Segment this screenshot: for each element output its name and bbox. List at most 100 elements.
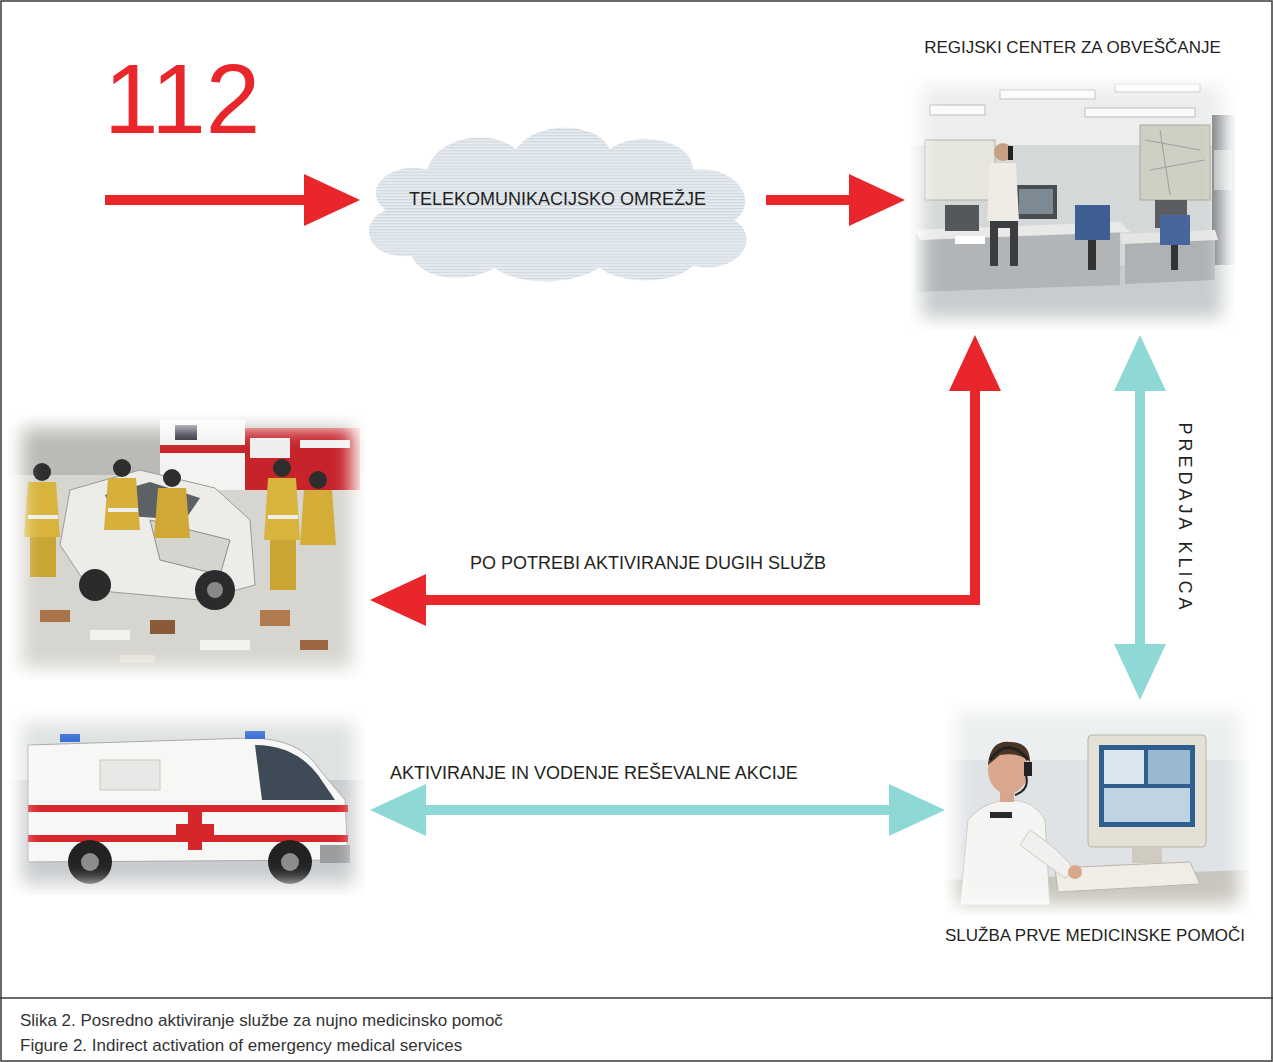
ambulance-photo — [245, 731, 265, 739]
dispatcher-photo — [1104, 750, 1144, 784]
accident-scene-photo — [30, 537, 56, 577]
control-room-photo — [1015, 185, 1057, 219]
edge-label: PREDAJA KLICA — [1173, 422, 1195, 613]
dispatcher-photo — [990, 812, 1012, 818]
accident-scene-photo — [108, 508, 138, 512]
dispatcher-photo — [988, 742, 1030, 765]
accident-scene-photo — [273, 459, 291, 477]
ambulance-photo — [10, 710, 365, 895]
control-room-photo — [1145, 130, 1205, 195]
accident-scene-photo — [160, 445, 245, 453]
dispatcher-photo — [1099, 745, 1195, 827]
control-room-photo — [1214, 150, 1232, 190]
other-services-arrow — [398, 363, 975, 600]
dispatcher-photo — [1068, 865, 1082, 879]
handover-arrow — [1135, 363, 1145, 672]
ambulance-photo — [10, 710, 365, 895]
accident-scene-photo — [104, 478, 140, 530]
accident-scene-photo — [8, 415, 365, 680]
control-room-photo — [1171, 245, 1178, 270]
accident-scene-photo — [154, 488, 190, 538]
rescue-guidance-arrow — [398, 805, 917, 815]
control-room-photo — [910, 75, 1235, 330]
control-room-photo — [1008, 146, 1013, 160]
accident-scene-photo — [245, 428, 360, 490]
accident-scene-photo — [270, 540, 296, 590]
ambulance-photo — [268, 840, 312, 884]
call-arrow — [766, 195, 877, 205]
control-center-panel: REGIJSKI CENTER ZA OBVEŠČANJE — [905, 38, 1240, 335]
network-cloud: TELEKOMUNIKACIJSKO OMREŽJE — [349, 114, 766, 286]
accident-scene-photo — [300, 440, 350, 448]
control-room-photo — [1160, 215, 1190, 245]
control-room-photo — [1088, 240, 1096, 270]
accident-scene-photo — [160, 420, 245, 490]
dispatcher-photo — [1024, 762, 1032, 776]
accident-scene-photo — [260, 610, 290, 626]
control-room-photo — [925, 140, 995, 200]
dispatcher-photo — [1055, 862, 1200, 892]
dispatcher-photo — [1015, 775, 1027, 795]
dispatcher-photo — [1020, 830, 1075, 878]
accident-scene-photo — [90, 630, 130, 640]
dispatcher-photo — [945, 700, 1250, 915]
control-room-photo — [1000, 90, 1095, 99]
ambulance-photo — [176, 812, 214, 850]
control-room-photo — [987, 163, 1019, 221]
dispatcher-photo — [1104, 788, 1190, 822]
control-room-photo — [1075, 205, 1110, 240]
accident-scene-photo — [300, 490, 336, 545]
control-room-photo — [1019, 189, 1053, 214]
figure-caption: Slika 2. Posredno aktiviranje službe za … — [20, 1011, 503, 1031]
ambulance-photo — [68, 840, 112, 884]
control-room-photo — [1140, 125, 1210, 200]
accident-scene-photo — [24, 482, 60, 537]
dispatcher-photo — [990, 748, 1028, 761]
accident-scene-photo — [163, 469, 181, 487]
node-heading: TELEKOMUNIKACIJSKO OMREŽJE — [409, 189, 706, 211]
emergency-number: 112 — [104, 50, 260, 148]
accident-scene-photo — [150, 620, 175, 634]
control-room-photo — [1115, 84, 1200, 92]
ambulance-photo — [28, 805, 348, 812]
node-heading: SLUŽBA PRVE MEDICINSKE POMOČI — [945, 926, 1245, 946]
accident-scene-photo — [113, 459, 131, 477]
dispatcher-photo — [1088, 735, 1206, 847]
accident-scene-photo — [120, 655, 155, 663]
control-room-photo — [994, 143, 1012, 161]
accident-scene-photo — [175, 425, 197, 440]
incoming-call-arrow — [105, 195, 332, 205]
ambulance-photo — [81, 853, 99, 871]
caption-rule — [0, 997, 1273, 999]
accident-scene-photo — [79, 569, 111, 601]
accident-scene-photo — [268, 515, 298, 519]
control-room-photo — [1085, 108, 1195, 117]
control-room-photo — [930, 105, 985, 115]
accident-scene-photo — [200, 640, 250, 650]
control-room-photo — [910, 75, 1235, 330]
accident-scene-photo — [40, 610, 70, 622]
control-room-photo — [955, 236, 985, 244]
dispatcher-photo — [945, 700, 1250, 915]
arrow-label: AKTIVIRANJE IN VODENJE REŠEVALNE AKCIJE — [390, 763, 798, 785]
accident-scene-photo — [309, 471, 327, 489]
caption-line: Figure 2. Indirect activation of emergen… — [20, 1036, 462, 1056]
control-room-photo — [990, 221, 1018, 266]
accident-scene-photo — [28, 515, 58, 519]
cloud-outline — [369, 128, 747, 282]
ambulance-photo — [281, 853, 299, 871]
accident-scene-photo — [33, 463, 51, 481]
accident-scene-photo — [207, 582, 223, 598]
accident-scene-photo — [300, 640, 328, 650]
ambulance-photo — [100, 760, 160, 790]
dispatcher-photo — [1132, 847, 1162, 863]
arrow-label: PO POTREBI AKTIVIRANJE DUGIH SLUŽB — [470, 553, 826, 575]
node-heading: REGIJSKI CENTER ZA OBVEŠČANJE — [924, 38, 1221, 58]
accident-scene-photo — [195, 570, 235, 610]
ambulance-photo — [255, 745, 335, 800]
dispatch-panel: SLUŽBA PRVE MEDICINSKE POMOČI — [940, 700, 1250, 946]
ambulance-photo — [60, 734, 80, 742]
